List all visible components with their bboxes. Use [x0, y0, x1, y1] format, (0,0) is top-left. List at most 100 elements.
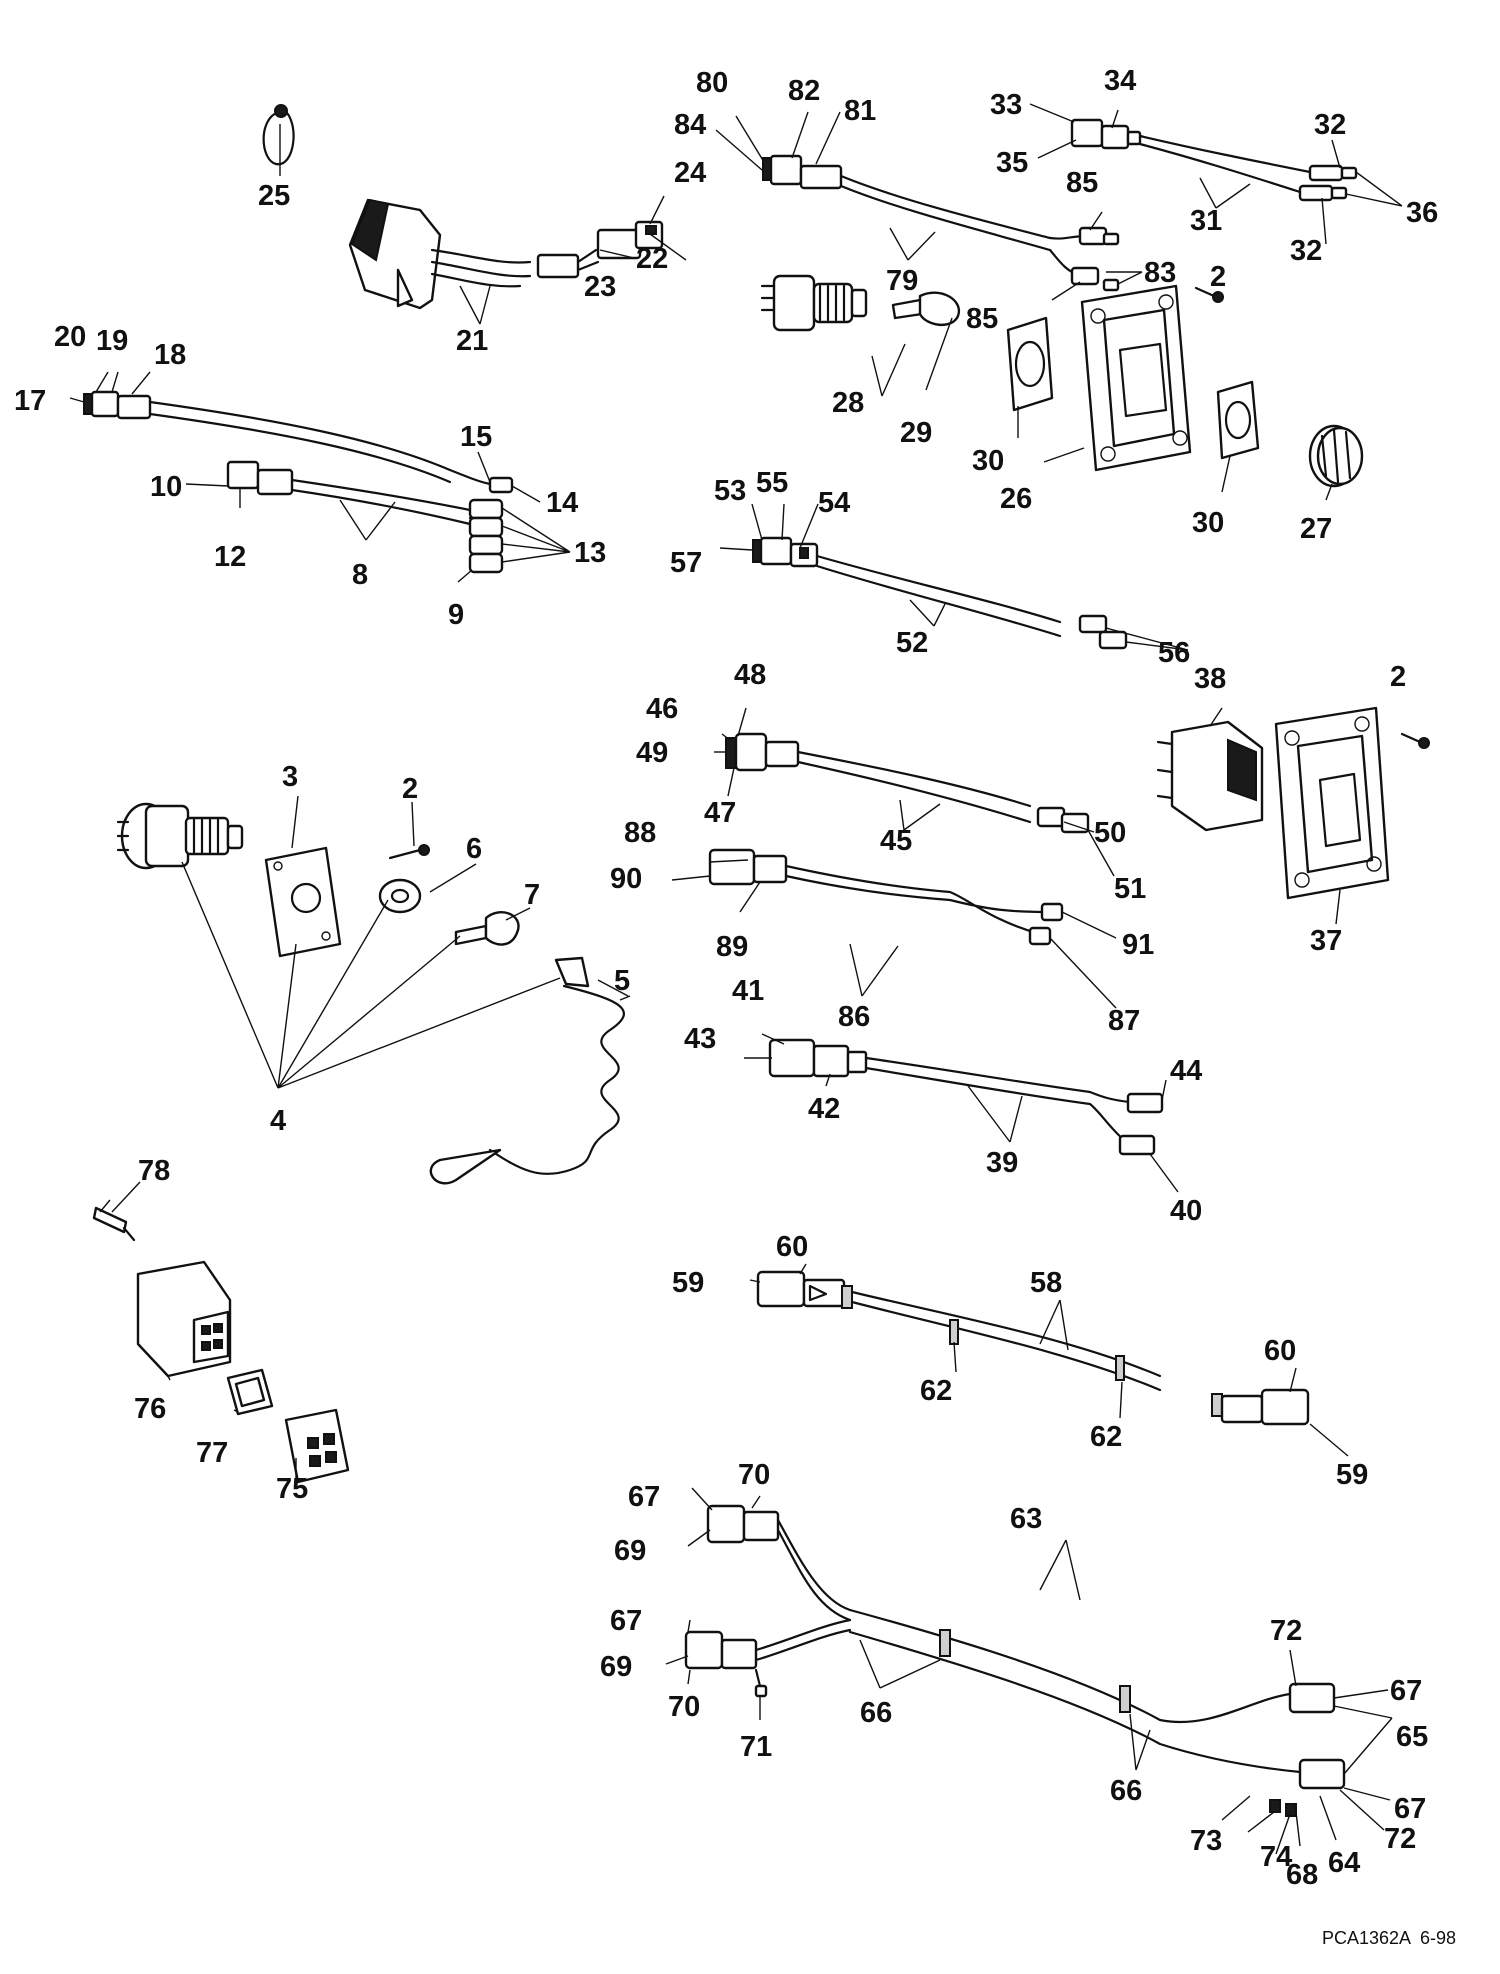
callout-42: 42 [808, 1093, 840, 1125]
callout-48: 48 [734, 659, 766, 691]
callout-14: 14 [546, 487, 578, 519]
callout-60b: 60 [1264, 1335, 1296, 1367]
callout-31: 31 [1190, 205, 1222, 237]
callout-59b: 59 [1336, 1459, 1368, 1491]
callout-72b: 72 [1384, 1823, 1416, 1855]
callout-32a: 32 [1314, 109, 1346, 141]
callout-52: 52 [896, 627, 928, 659]
screw-2-top [1194, 286, 1224, 303]
callout-57: 57 [670, 547, 702, 579]
callout-62a: 62 [920, 1375, 952, 1407]
callout-63: 63 [1010, 1503, 1042, 1535]
callout-80: 80 [696, 67, 728, 99]
callout-5: 5 [614, 965, 630, 997]
callout-6: 6 [466, 833, 482, 865]
gasket-30-knob-27 [1216, 380, 1364, 488]
harness-39 [768, 1038, 1164, 1156]
callout-23: 23 [584, 271, 616, 303]
callout-67c: 67 [1390, 1675, 1422, 1707]
callout-88: 88 [624, 817, 656, 849]
callout-20: 20 [54, 321, 86, 353]
callout-36: 36 [1406, 197, 1438, 229]
callout-51: 51 [1114, 873, 1146, 905]
callout-12: 12 [214, 541, 246, 573]
callout-7: 7 [524, 879, 540, 911]
harness-63 [684, 1504, 1346, 1817]
callout-67a: 67 [628, 1481, 660, 1513]
harness-31 [1070, 118, 1358, 202]
callout-40: 40 [1170, 1195, 1202, 1227]
callout-74: 74 [1260, 1841, 1292, 1873]
callout-64: 64 [1328, 1847, 1360, 1879]
callout-55: 55 [756, 467, 788, 499]
callout-38: 38 [1194, 663, 1226, 695]
callout-67d: 67 [1394, 1793, 1426, 1825]
callout-29: 29 [900, 417, 932, 449]
callout-69a: 69 [614, 1535, 646, 1567]
callout-33: 33 [990, 89, 1022, 121]
callout-59a: 59 [672, 1267, 704, 1299]
harness-8 [83, 390, 514, 574]
callout-66a: 66 [860, 1697, 892, 1729]
callout-82: 82 [788, 75, 820, 107]
callout-30b: 30 [1192, 507, 1224, 539]
callout-9: 9 [448, 599, 464, 631]
callout-85a: 85 [1066, 167, 1098, 199]
callout-46: 46 [646, 693, 678, 725]
callout-49: 49 [636, 737, 668, 769]
rocker-switch-38 [1156, 706, 1430, 900]
callout-70b: 70 [668, 1691, 700, 1723]
callout-89: 89 [716, 931, 748, 963]
callout-45: 45 [880, 825, 912, 857]
callout-86: 86 [838, 1001, 870, 1033]
callout-47: 47 [704, 797, 736, 829]
part-drawings [83, 104, 1430, 1817]
callout-83: 83 [1144, 257, 1176, 289]
callout-24: 24 [674, 157, 706, 189]
callout-21: 21 [456, 325, 488, 357]
callout-58: 58 [1030, 1267, 1062, 1299]
callout-2b: 2 [1390, 661, 1406, 693]
harness-79 [762, 154, 1120, 292]
callout-53: 53 [714, 475, 746, 507]
callout-75: 75 [276, 1473, 308, 1505]
callout-91: 91 [1122, 929, 1154, 961]
harness-86 [708, 848, 1064, 946]
leader-lines [69, 103, 1403, 1855]
callout-30a: 30 [972, 445, 1004, 477]
switch-assembly-4 [116, 802, 625, 1185]
callout-35: 35 [996, 147, 1028, 179]
callout-71: 71 [740, 1731, 772, 1763]
callout-26: 26 [1000, 483, 1032, 515]
callout-19: 19 [96, 325, 128, 357]
callout-69b: 69 [600, 1651, 632, 1683]
callout-56: 56 [1158, 637, 1190, 669]
callout-15: 15 [460, 421, 492, 453]
callout-72a: 72 [1270, 1615, 1302, 1647]
callout-28: 28 [832, 387, 864, 419]
callout-87: 87 [1108, 1005, 1140, 1037]
callout-41: 41 [732, 975, 764, 1007]
callout-78: 78 [138, 1155, 170, 1187]
callout-66b: 66 [1110, 1775, 1142, 1807]
callout-10: 10 [150, 471, 182, 503]
callout-85b: 85 [966, 303, 998, 335]
callout-81: 81 [844, 95, 876, 127]
callout-73: 73 [1190, 1825, 1222, 1857]
callout-37: 37 [1310, 925, 1342, 957]
callout-90: 90 [610, 863, 642, 895]
callout-50: 50 [1094, 817, 1126, 849]
callout-54: 54 [818, 487, 850, 519]
callout-2c: 2 [402, 773, 418, 805]
harness-58 [756, 1270, 1310, 1426]
callout-70a: 70 [738, 1459, 770, 1491]
callout-13: 13 [574, 537, 606, 569]
callout-79: 79 [886, 265, 918, 297]
callout-labels: 25 21 22 23 24 20 19 18 17 10 15 14 12 1… [14, 65, 1456, 1948]
callout-44: 44 [1170, 1055, 1202, 1087]
callout-4: 4 [270, 1105, 286, 1137]
callout-3: 3 [282, 761, 298, 793]
callout-22: 22 [636, 243, 668, 275]
revision-date: 6-98 [1420, 1928, 1456, 1948]
